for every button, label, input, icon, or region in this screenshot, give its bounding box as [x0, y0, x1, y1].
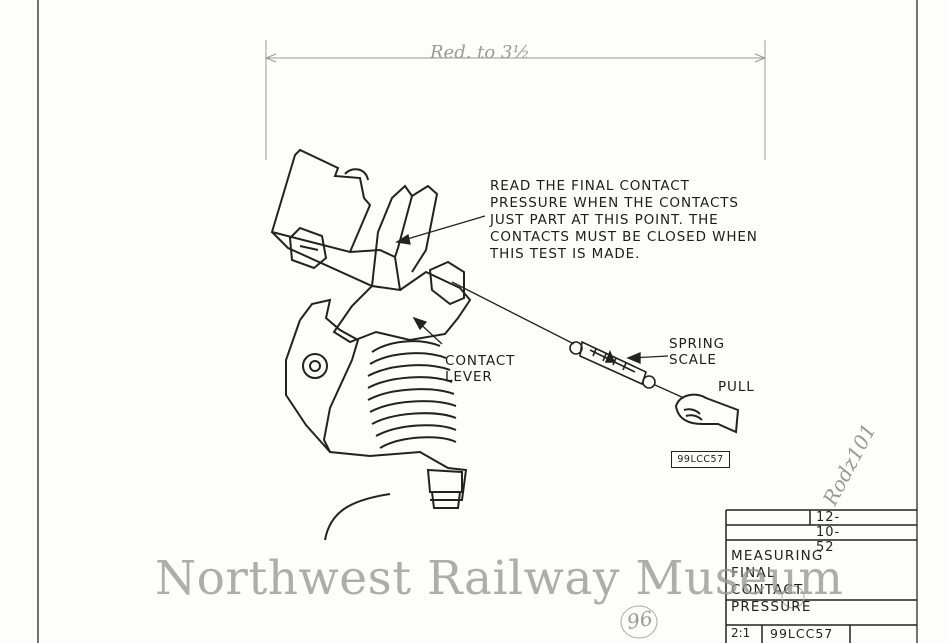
lever-spring — [367, 340, 457, 449]
contact-lever-body — [332, 270, 472, 344]
contact-finger — [371, 184, 414, 287]
lever-nut — [428, 260, 465, 306]
reduce-note: Red. to 3½ — [430, 42, 530, 63]
pivot-pin — [302, 353, 328, 379]
figure-id-box: 99LCC57 — [671, 451, 730, 468]
leader-arrows — [395, 215, 669, 364]
drawing-title: MEASURING FINAL CONTACT PRESSURE — [731, 548, 824, 615]
pull-cord — [451, 281, 575, 345]
museum-watermark: Northwest Railway Museum — [155, 551, 844, 606]
drawing-date: 12-10-52 — [816, 510, 841, 555]
contact-lever-label: CONTACT LEVER — [445, 353, 516, 385]
adjusting-screw — [426, 468, 463, 493]
pulling-hand — [674, 393, 740, 434]
bolt-head — [288, 226, 328, 270]
moving-contact — [411, 184, 439, 273]
lower-frame — [299, 298, 468, 501]
final-contact-pressure-note: READ THE FINAL CONTACT PRESSURE WHEN THE… — [490, 178, 758, 262]
drawing-number: 99LCC57 — [770, 626, 834, 641]
circled-number-ring — [620, 605, 658, 639]
title-block-frame — [725, 509, 917, 643]
spring-scale — [569, 340, 656, 389]
upper-contact-block — [270, 148, 372, 254]
base-curve — [324, 493, 391, 541]
reduce-dimension-line — [264, 40, 767, 160]
upper-contact-notch — [344, 168, 369, 181]
circled-number: 96 — [625, 605, 655, 635]
spring-scale-label: SPRING SCALE — [669, 336, 726, 368]
drawing-scale: 2:1 — [731, 626, 751, 640]
small-circle-mark — [781, 585, 805, 609]
pull-label: PULL — [718, 379, 755, 395]
